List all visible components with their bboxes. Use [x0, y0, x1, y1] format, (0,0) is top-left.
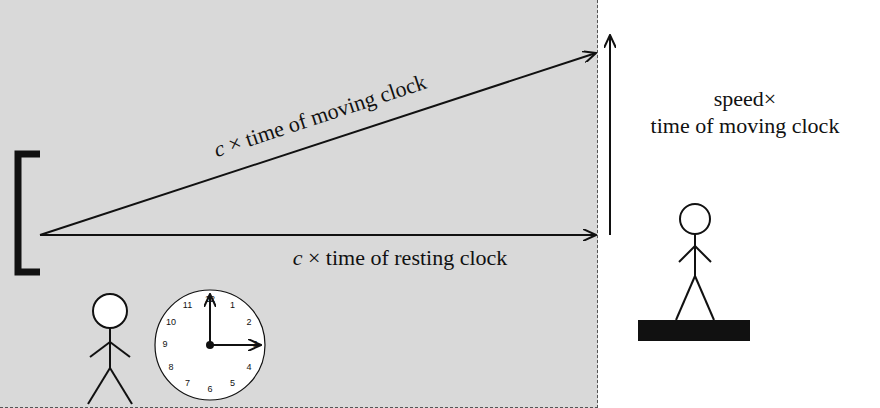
- clock-numeral: 6: [207, 384, 212, 395]
- clock-numeral: 7: [185, 378, 190, 389]
- clock-numeral: 10: [166, 317, 176, 328]
- clock-numeral: 8: [169, 362, 174, 373]
- moving-light-arrow: [40, 53, 596, 235]
- clock-numeral: 2: [246, 317, 251, 328]
- clock-numeral: 9: [162, 339, 167, 350]
- clock-numeral: 1: [230, 300, 235, 311]
- clock-numeral: 5: [230, 378, 235, 389]
- clock-numeral: 11: [183, 300, 192, 311]
- clock-numeral: 3: [252, 339, 257, 350]
- velocity-arrow: [609, 35, 611, 235]
- resting-clock-label: c × time of resting clock: [293, 244, 508, 272]
- resting-stick-figure: [88, 294, 132, 404]
- clock-face: [155, 290, 265, 400]
- clock-numeral: 4: [246, 362, 251, 373]
- rest-frame-region: [0, 0, 598, 408]
- resting-light-arrow: [40, 234, 596, 236]
- moving-platform: [638, 320, 750, 341]
- speed-label: speed× time of moving clock: [651, 85, 840, 140]
- moving-stick-figure: [676, 204, 714, 320]
- clock-numeral: 12: [205, 294, 215, 305]
- mirror-bracket: [18, 154, 40, 272]
